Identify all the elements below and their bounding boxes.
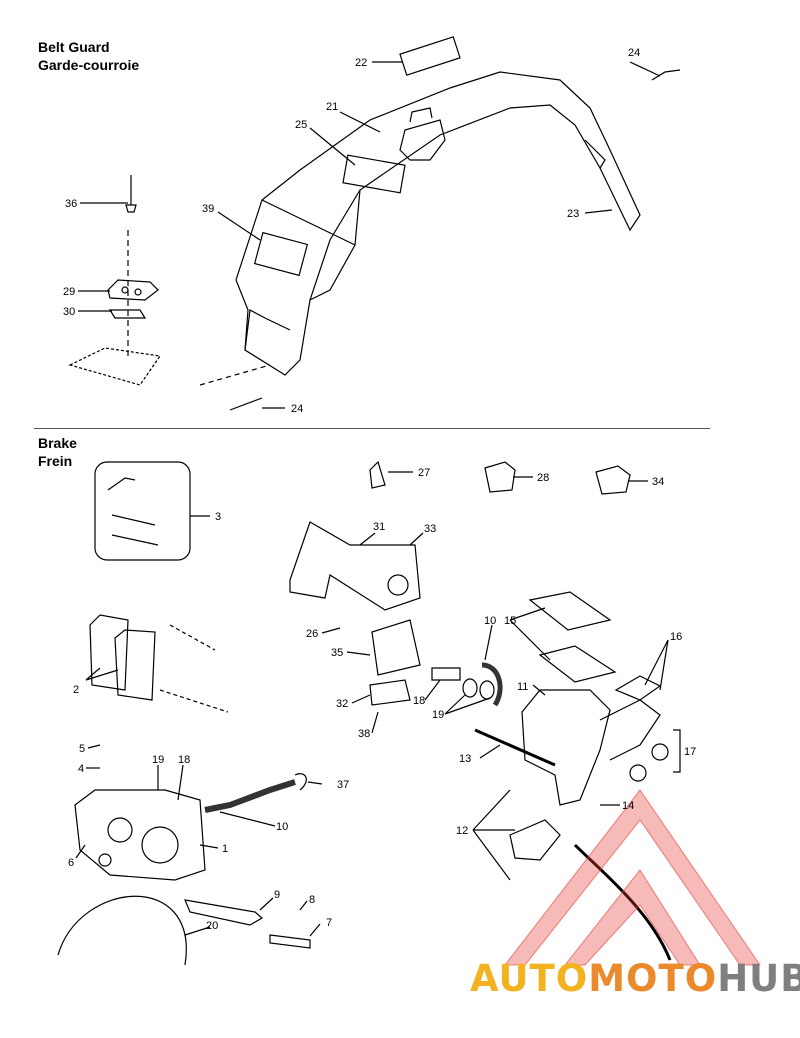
brake-hose-10 xyxy=(204,779,296,813)
brake-title: Brake Frein xyxy=(38,434,77,470)
callout-24-upper: 24 xyxy=(628,47,640,59)
callout-13: 13 xyxy=(459,753,471,765)
brake-lever xyxy=(573,843,672,961)
lever-arm-9 xyxy=(184,899,264,926)
lever-12 xyxy=(509,819,561,861)
callout-3: 3 xyxy=(215,511,221,523)
washer-19 xyxy=(462,678,478,698)
cover-31 xyxy=(289,521,421,611)
belt-guard-housing xyxy=(235,71,641,376)
callout-34: 34 xyxy=(652,476,664,488)
watermark-auto: AUTO xyxy=(470,957,589,1000)
piston-13 xyxy=(474,728,556,767)
brake-title-fr: Frein xyxy=(38,453,73,469)
bushing-17 xyxy=(651,743,669,761)
watermark-text: AUTOMOTOHUB xyxy=(470,957,800,1000)
callout-1: 1 xyxy=(222,843,228,855)
callout-14: 14 xyxy=(622,800,634,812)
rivet-24-lower xyxy=(229,397,263,411)
belt-guard-title-en: Belt Guard xyxy=(38,39,110,55)
callout-37: 37 xyxy=(337,779,349,791)
decal-39 xyxy=(253,231,309,277)
diaphragm-15 xyxy=(538,645,617,683)
callout-9: 9 xyxy=(274,889,280,901)
bolt-7 xyxy=(269,934,311,949)
clamp-16 xyxy=(614,675,662,701)
callout-8: 8 xyxy=(309,894,315,906)
callout-18-caliper: 18 xyxy=(178,754,190,766)
bracket-32 xyxy=(369,679,411,706)
callout-39: 39 xyxy=(202,203,214,215)
clip-bracket xyxy=(399,119,446,161)
callout-32: 32 xyxy=(336,698,348,710)
callout-6: 6 xyxy=(68,857,74,869)
switch-35 xyxy=(371,619,421,676)
callout-25: 25 xyxy=(295,119,307,131)
callout-27: 27 xyxy=(418,467,430,479)
base-outline xyxy=(68,347,162,386)
callout-36: 36 xyxy=(65,198,77,210)
switch-27 xyxy=(369,460,386,489)
kit-box-3 xyxy=(94,461,191,561)
plate-30 xyxy=(108,309,147,319)
decal-22 xyxy=(399,36,461,76)
callout-35: 35 xyxy=(331,647,343,659)
callout-29: 29 xyxy=(63,286,75,298)
belt-guard-title-fr: Garde-courroie xyxy=(38,57,140,73)
callout-22: 22 xyxy=(355,57,367,69)
callout-15: 15 xyxy=(504,615,516,627)
clamp-37 xyxy=(294,773,307,791)
rivet-24-upper xyxy=(651,69,681,81)
callout-17: 17 xyxy=(684,746,696,758)
callout-33: 33 xyxy=(424,523,436,535)
callout-26: 26 xyxy=(306,628,318,640)
bolt-18 xyxy=(431,667,461,681)
brake-title-en: Brake xyxy=(38,435,77,451)
callout-18: 18 xyxy=(413,695,425,707)
belt-guard-title: Belt Guard Garde-courroie xyxy=(38,38,139,74)
bracket-29 xyxy=(107,279,159,301)
callout-12: 12 xyxy=(456,825,468,837)
decal-25 xyxy=(342,154,406,194)
connector-34 xyxy=(595,465,631,495)
connector-28 xyxy=(484,461,516,493)
callout-7: 7 xyxy=(326,917,332,929)
callout-5: 5 xyxy=(79,743,85,755)
banjo-fitting-10 xyxy=(481,662,503,707)
callout-16: 16 xyxy=(670,631,682,643)
callout-10-lower: 10 xyxy=(276,821,288,833)
callout-19-caliper: 19 xyxy=(152,754,164,766)
callout-10-upper: 10 xyxy=(484,615,496,627)
callout-21: 21 xyxy=(326,101,338,113)
watermark-moto: MOTO xyxy=(588,957,718,1000)
caliper-1 xyxy=(74,789,206,881)
cap-15 xyxy=(528,591,612,631)
callout-31: 31 xyxy=(373,521,385,533)
callout-23: 23 xyxy=(567,208,579,220)
watermark-hub: HUB xyxy=(717,957,800,1000)
brake-disc-20 xyxy=(57,895,187,966)
callout-2: 2 xyxy=(73,684,79,696)
callout-19: 19 xyxy=(432,709,444,721)
brake-pads-2 xyxy=(89,614,229,713)
master-cylinder-11 xyxy=(521,689,661,806)
callout-4: 4 xyxy=(78,763,84,775)
watermark-logo xyxy=(503,789,761,966)
callout-20: 20 xyxy=(206,920,218,932)
callout-30: 30 xyxy=(63,306,75,318)
callout-28: 28 xyxy=(537,472,549,484)
callout-38: 38 xyxy=(358,728,370,740)
section-divider xyxy=(34,428,710,429)
callout-24-lower: 24 xyxy=(291,403,303,415)
callout-11: 11 xyxy=(517,681,528,693)
